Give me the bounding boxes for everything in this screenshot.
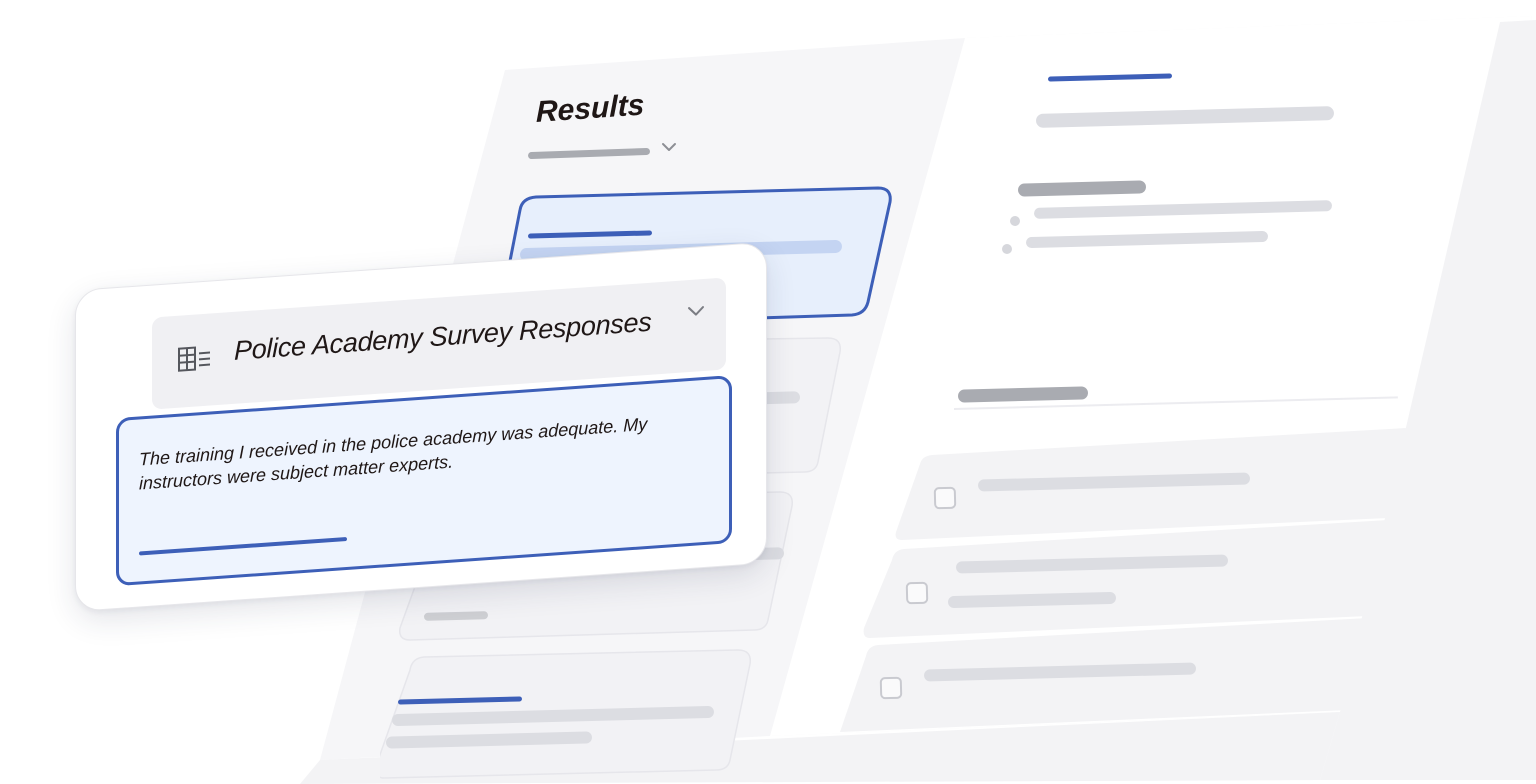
table-icon xyxy=(178,346,210,372)
dataset-card: Police Academy Survey Responses The trai… xyxy=(75,241,767,612)
chevron-down-icon[interactable] xyxy=(684,301,708,323)
response-text: The training I received in the police ac… xyxy=(139,413,648,494)
selected-response-card[interactable]: The training I received in the police ac… xyxy=(116,375,732,587)
checkbox[interactable] xyxy=(933,486,957,510)
bullet-icon xyxy=(1002,244,1012,254)
checkbox[interactable] xyxy=(879,676,903,700)
list-item-line xyxy=(423,611,489,621)
detail-panel-edge xyxy=(1320,20,1536,780)
checklist-row xyxy=(863,520,1388,638)
dataset-title: Police Academy Survey Responses xyxy=(234,306,652,366)
checklist xyxy=(840,428,1406,732)
response-highlight-bar xyxy=(139,536,347,556)
checkbox[interactable] xyxy=(905,581,929,605)
bullet-icon xyxy=(1010,216,1020,226)
dataset-selector[interactable]: Police Academy Survey Responses xyxy=(152,277,726,410)
chevron-down-icon[interactable] xyxy=(660,140,678,154)
